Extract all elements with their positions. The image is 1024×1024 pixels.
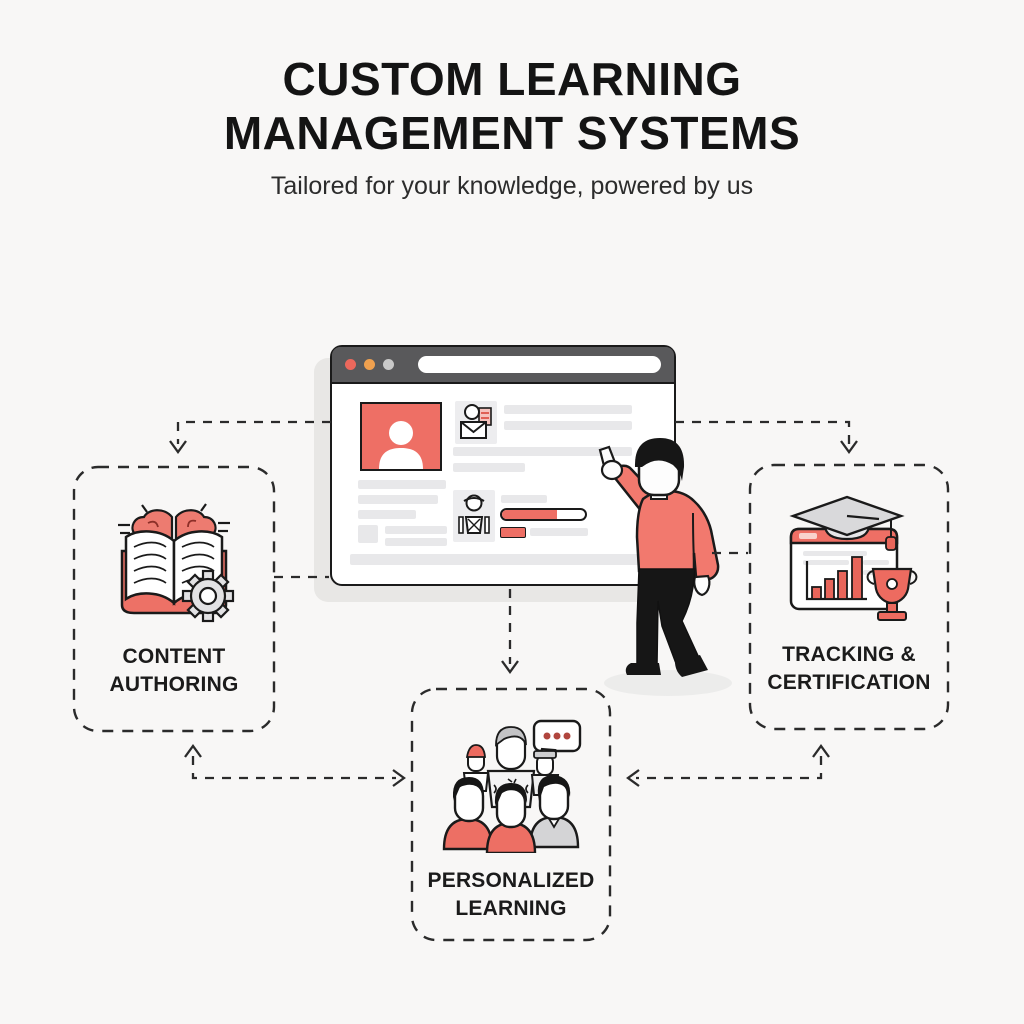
text-placeholder-line (358, 480, 446, 489)
presenter-torso (635, 489, 720, 581)
progress-bar (500, 508, 587, 521)
address-bar (418, 356, 661, 373)
arrowhead-up-icon (184, 744, 202, 758)
window-minimize-icon (364, 359, 375, 370)
connector-browser-to-content-authoring (176, 420, 331, 444)
window-close-icon (345, 359, 356, 370)
text-placeholder-line (358, 495, 438, 504)
node-label-content-authoring: CONTENT AUTHORING (109, 645, 239, 697)
node-personalized-learning: PERSONALIZED LEARNING (412, 689, 610, 940)
progress-bar-fill (502, 510, 557, 519)
floor-shadow (604, 670, 732, 696)
text-placeholder-line (530, 528, 588, 536)
text-placeholder-line (453, 447, 632, 456)
presenter-hair (634, 438, 685, 481)
window-maximize-icon (383, 359, 394, 370)
arrowhead-right-icon (392, 769, 406, 787)
text-placeholder-line (501, 495, 547, 503)
connector-content-to-personalized (191, 756, 396, 780)
arrowhead-left-icon (626, 769, 640, 787)
presenter-shoe (625, 663, 661, 675)
text-placeholder-line (504, 421, 632, 430)
node-tracking-certification: TRACKING & CERTIFICATION (750, 465, 948, 729)
arrowhead-down-icon (501, 660, 519, 674)
progress-chip (500, 527, 526, 538)
book-brain-gear-icon (118, 503, 235, 623)
mail-user-icon (460, 404, 492, 439)
student-progress-tile (453, 490, 495, 542)
presenter-pants (636, 568, 701, 667)
arrowhead-down-icon (169, 440, 187, 454)
text-placeholder-line (453, 463, 525, 472)
presenter-illustration (598, 438, 732, 696)
browser-titlebar (332, 347, 674, 384)
chart-gradcap-trophy-icon (789, 495, 918, 621)
node-content-authoring: CONTENT AUTHORING (74, 467, 274, 731)
presenter-hand (693, 574, 711, 597)
text-placeholder-line (385, 526, 447, 534)
student-icon (458, 494, 490, 534)
user-avatar-icon (379, 421, 423, 469)
arrowhead-up-icon (812, 744, 830, 758)
mail-notification-tile (455, 401, 497, 444)
presenter-shoe (675, 655, 708, 677)
user-avatar-card (360, 402, 442, 471)
text-placeholder-line (504, 405, 632, 414)
node-label-tracking-certification: TRACKING & CERTIFICATION (767, 643, 931, 695)
image-placeholder-block (358, 525, 378, 543)
front-row-learners (442, 775, 580, 853)
gear-icon (181, 569, 235, 623)
browser-content (332, 384, 674, 581)
text-placeholder-line (385, 538, 447, 546)
footer-placeholder-line (350, 554, 655, 565)
connector-tracking-to-personalized (636, 756, 823, 780)
arrowhead-down-icon (840, 440, 858, 454)
text-placeholder-line (358, 510, 416, 519)
page-subtitle: Tailored for your knowledge, powered by … (270, 172, 754, 200)
page-title: CUSTOM LEARNING MANAGEMENT SYSTEMS (223, 53, 801, 160)
learner-group-icon (442, 719, 582, 853)
browser-mockup (330, 345, 676, 586)
node-label-personalized-learning: PERSONALIZED LEARNING (427, 869, 595, 921)
